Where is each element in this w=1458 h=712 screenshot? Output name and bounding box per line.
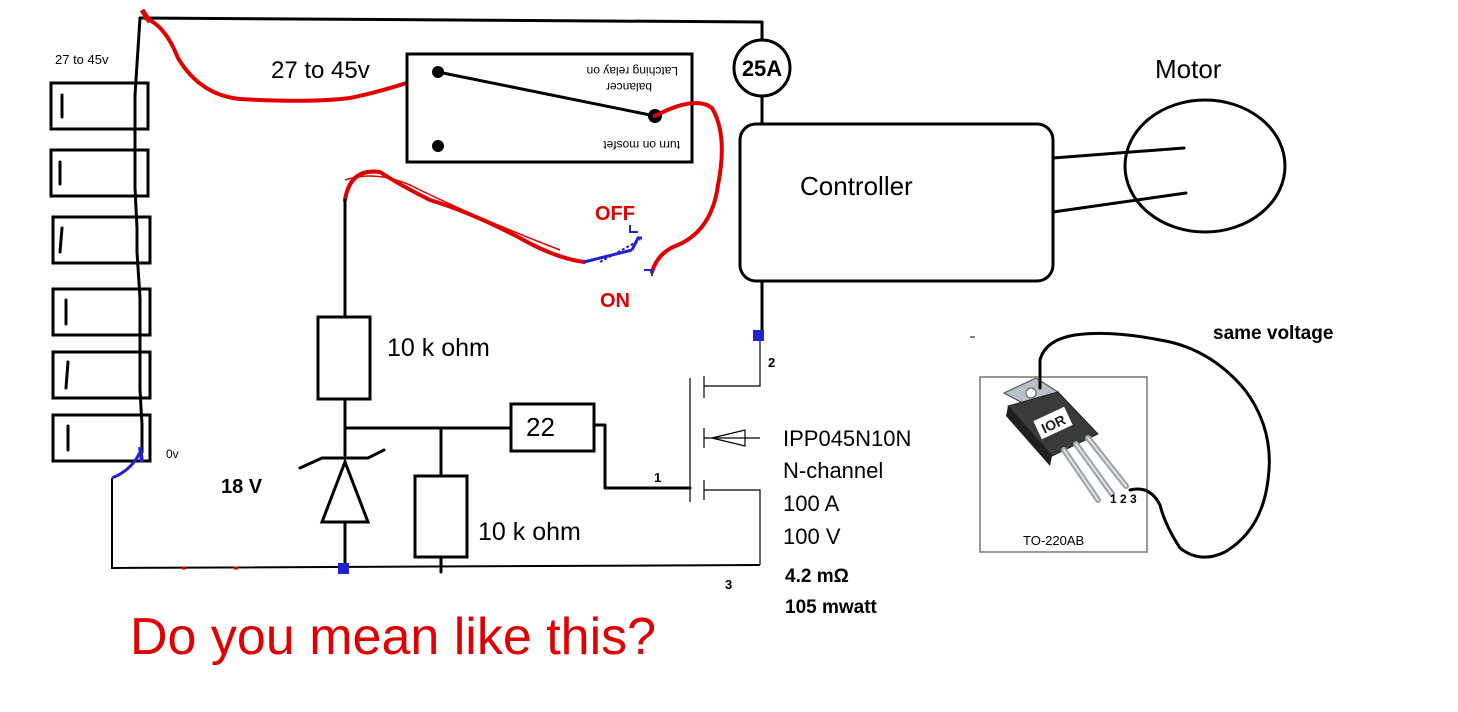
battery-voltage-label: 27 to 45v <box>55 52 109 67</box>
controller-box: Controller <box>738 122 1055 283</box>
on-off-switch: OFF ON <box>583 203 653 312</box>
gate-resistor-label: 22 <box>526 412 555 442</box>
battery-cell <box>49 148 150 198</box>
question-text: Do you mean like this? <box>130 608 656 666</box>
spec-part: IPP045N10N <box>783 426 911 451</box>
relay-label-bottom: turn on mosfet <box>603 138 680 152</box>
battery-cell <box>51 287 152 337</box>
zener-diode: 18 V <box>221 448 386 565</box>
spec-power: 105 mwatt <box>785 597 878 618</box>
mosfet-pin-drain: 2 <box>768 355 775 370</box>
ground-wire <box>111 478 761 570</box>
motor: Motor <box>1051 54 1287 234</box>
red-supply-wire <box>143 16 440 103</box>
to220-package: IOR 1 2 3 TO-220AB <box>979 376 1148 553</box>
ground-node <box>338 563 349 574</box>
latching-relay: Latching relay on balancer turn on mosfe… <box>405 52 694 164</box>
package-name: TO-220AB <box>1023 533 1084 548</box>
supply-wire <box>138 16 764 47</box>
battery-cell <box>51 350 152 400</box>
gate-resistor: 22 <box>509 402 596 453</box>
zener-label: 18 V <box>221 476 263 498</box>
resistor-top: 10 k ohm <box>316 198 490 401</box>
battery-cell <box>49 81 150 131</box>
mosfet-specs: IPP045N10N N-channel 100 A 100 V 4.2 mΩ … <box>783 426 911 618</box>
drain-node <box>753 330 764 341</box>
spec-current: 100 A <box>783 491 840 516</box>
controller-label: Controller <box>800 171 913 201</box>
same-voltage-label: same voltage <box>1213 323 1333 344</box>
same-voltage-loop <box>1038 331 1271 559</box>
mosfet-pin-gate: 1 <box>654 470 661 485</box>
motor-label: Motor <box>1155 54 1222 84</box>
resistor-bottom-label: 10 k ohm <box>478 518 581 546</box>
relay-label-top: Latching relay on <box>587 64 678 78</box>
spec-voltage: 100 V <box>783 524 841 549</box>
spec-rds: 4.2 mΩ <box>785 566 849 587</box>
red-switch-to-gate <box>343 169 586 264</box>
mosfet-symbol: 1 2 3 <box>594 341 775 592</box>
fuse-label: 25A <box>742 56 782 81</box>
package-pins: 1 2 3 <box>1110 492 1137 506</box>
switch-off-label: OFF <box>595 203 635 225</box>
relay-label-mid: balancer <box>606 80 652 94</box>
battery-cell <box>51 215 152 265</box>
mosfet-pin-source: 3 <box>725 577 732 592</box>
fuse-25a: 25A <box>732 38 792 98</box>
red-relay-to-switch <box>650 101 724 274</box>
battery-pack: 27 to 45v 0v <box>49 16 179 480</box>
switch-on-label: ON <box>600 290 630 312</box>
spec-type: N-channel <box>783 458 883 483</box>
relay-voltage-label: 27 to 45v <box>271 57 370 84</box>
resistor-bottom: 10 k ohm <box>413 474 581 574</box>
battery-zero-label: 0v <box>166 447 179 461</box>
resistor-top-label: 10 k ohm <box>387 334 490 362</box>
